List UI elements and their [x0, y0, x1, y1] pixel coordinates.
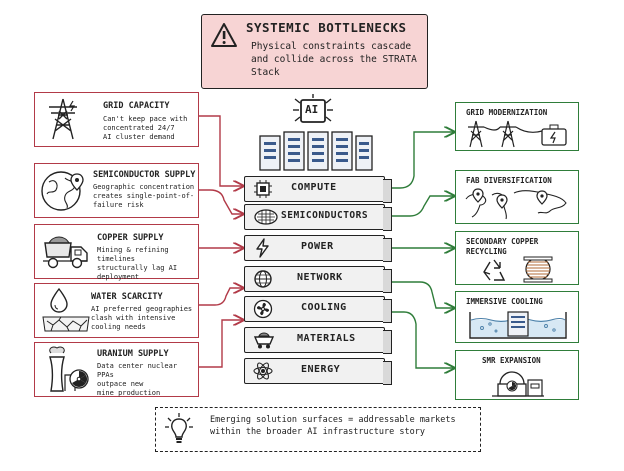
stack-layer-network: NETWORK — [244, 266, 392, 293]
arrow-to-immersive-cooling — [386, 281, 454, 308]
layer-label: SEMICONDUCTORS — [281, 210, 369, 221]
solution-smr-expansion: SMR EXPANSION — [455, 350, 579, 400]
stack-layer-materials: MATERIALS — [244, 327, 392, 354]
nuclear-plant-icon — [49, 346, 89, 392]
constraint-title: COPPER SUPPLY — [97, 233, 164, 243]
solution-title: FAB DIVERSIFICATION — [466, 176, 552, 185]
page-title: SYSTEMIC BOTTLENECKS — [246, 20, 407, 35]
layer-label: NETWORK — [297, 272, 343, 283]
solution-title: IMMERSIVE COOLING — [466, 297, 543, 306]
constraint-semiconductor-supply: SEMICONDUCTOR SUPPLY Geographic concentr… — [34, 163, 199, 218]
wafer-icon — [254, 209, 278, 225]
constraint-title: SEMICONDUCTOR SUPPLY — [93, 170, 196, 180]
page-subtitle: Physical constraints cascade and collide… — [251, 41, 417, 78]
solution-title-line2: RECYCLING — [466, 247, 507, 256]
stack-layer-cooling: COOLING — [244, 296, 392, 323]
arrow-to-grid-modernization — [386, 132, 454, 189]
layer-label: COOLING — [301, 302, 347, 313]
arrow-uranium-to-materials — [197, 320, 243, 368]
world-map-pins-icon — [465, 188, 567, 220]
layer-label: POWER — [301, 241, 334, 252]
smr-reactor-icon — [492, 371, 544, 397]
layer-label: COMPUTE — [291, 182, 337, 193]
constraint-title: WATER SCARCITY — [91, 292, 163, 302]
constraint-title: GRID CAPACITY — [103, 101, 170, 111]
ai-chip-icon — [293, 94, 333, 123]
solution-title: GRID MODERNIZATION — [466, 108, 548, 117]
arrow-to-smr-expansion — [386, 311, 454, 368]
cpu-icon — [254, 180, 272, 198]
lightning-icon — [256, 238, 269, 258]
stack-layer-compute: COMPUTE — [244, 176, 392, 203]
fan-icon — [253, 299, 273, 319]
warning-icon — [211, 23, 237, 47]
recycle-copper-spool-icon — [483, 256, 553, 283]
water-drop-cracked-ground-icon — [42, 287, 90, 332]
solution-secondary-copper-recycling: SECONDARY COPPER RECYCLING — [455, 231, 579, 285]
immersion-tank-icon — [469, 311, 567, 339]
server-racks-icon — [259, 131, 373, 171]
solution-fab-diversification: FAB DIVERSIFICATION — [455, 170, 579, 224]
power-grid-battery-icon — [468, 120, 567, 148]
globe-map-icon — [41, 171, 84, 211]
constraint-title: URANIUM SUPPLY — [97, 349, 169, 359]
arrow-water-to-cooling — [197, 288, 243, 306]
constraint-copper-supply: COPPER SUPPLY Mining & refining timeline… — [34, 224, 199, 281]
dump-truck-icon — [43, 236, 88, 269]
arrow-grid-to-compute — [197, 115, 243, 186]
stack-layer-power: POWER — [244, 235, 392, 262]
arrow-semiconductor-to-semiconductors — [197, 189, 243, 214]
arrow-to-fab-diversification — [386, 196, 454, 217]
globe-icon — [254, 270, 272, 288]
solution-immersive-cooling: IMMERSIVE COOLING — [455, 291, 579, 343]
solution-grid-modernization: GRID MODERNIZATION — [455, 102, 579, 151]
solution-title: SMR EXPANSION — [482, 356, 541, 365]
atom-icon — [253, 362, 273, 380]
layer-label: ENERGY — [301, 364, 341, 375]
stack-layer-energy: ENERGY — [244, 358, 392, 385]
solution-title: SECONDARY COPPER — [466, 237, 539, 246]
ai-label: AI — [305, 103, 319, 116]
transmission-tower-icon — [49, 98, 77, 140]
stack-layer-semiconductors: SEMICONDUCTORS — [244, 204, 392, 231]
footer-text: Emerging solution surfaces = addressable… — [210, 415, 456, 437]
title-box — [201, 14, 428, 89]
layer-label: MATERIALS — [297, 333, 356, 344]
footer-callout — [155, 407, 481, 452]
lightbulb-icon — [165, 413, 193, 443]
mining-cart-icon — [253, 332, 275, 349]
